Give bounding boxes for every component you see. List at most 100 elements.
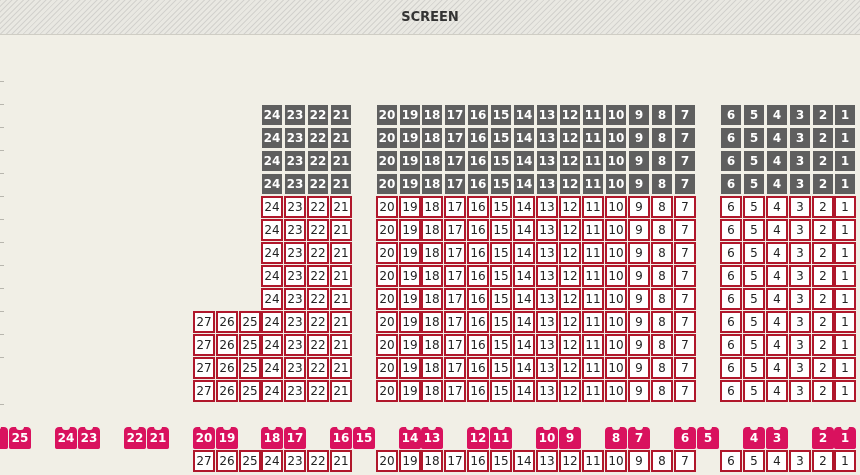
available-seat[interactable]: 20: [376, 334, 398, 356]
available-seat[interactable]: 13: [536, 288, 558, 310]
available-seat[interactable]: 14: [513, 334, 535, 356]
available-seat[interactable]: 11: [582, 265, 604, 287]
available-seat[interactable]: 21: [330, 219, 352, 241]
available-seat[interactable]: 17: [444, 357, 466, 379]
wheelchair-seat[interactable]: 2: [812, 427, 834, 449]
available-seat[interactable]: 9: [628, 265, 650, 287]
available-seat[interactable]: 5: [743, 196, 765, 218]
available-seat[interactable]: 11: [582, 357, 604, 379]
wheelchair-seat[interactable]: 16: [330, 427, 352, 449]
available-seat[interactable]: 17: [444, 288, 466, 310]
available-seat[interactable]: 13: [536, 196, 558, 218]
available-seat[interactable]: 23: [284, 242, 306, 264]
available-seat[interactable]: 23: [284, 311, 306, 333]
available-seat[interactable]: 17: [444, 242, 466, 264]
available-seat[interactable]: 23: [284, 380, 306, 402]
wheelchair-seat[interactable]: 19: [216, 427, 238, 449]
wheelchair-seat[interactable]: 3: [766, 427, 788, 449]
available-seat[interactable]: 7: [674, 242, 696, 264]
available-seat[interactable]: 23: [284, 334, 306, 356]
wheelchair-seat[interactable]: 22: [124, 427, 146, 449]
available-seat[interactable]: 27: [193, 357, 215, 379]
wheelchair-seat[interactable]: 14: [399, 427, 421, 449]
available-seat[interactable]: 16: [467, 380, 489, 402]
available-seat[interactable]: 8: [651, 357, 673, 379]
available-seat[interactable]: 25: [239, 380, 261, 402]
available-seat[interactable]: 16: [467, 288, 489, 310]
available-seat[interactable]: 25: [239, 357, 261, 379]
available-seat[interactable]: 15: [490, 242, 512, 264]
available-seat[interactable]: 24: [261, 219, 283, 241]
available-seat[interactable]: 23: [284, 288, 306, 310]
available-seat[interactable]: 8: [651, 288, 673, 310]
available-seat[interactable]: 20: [376, 219, 398, 241]
available-seat[interactable]: 24: [261, 288, 283, 310]
available-seat[interactable]: 14: [513, 219, 535, 241]
available-seat[interactable]: 4: [766, 450, 788, 472]
available-seat[interactable]: 8: [651, 219, 673, 241]
available-seat[interactable]: 13: [536, 357, 558, 379]
available-seat[interactable]: 12: [559, 288, 581, 310]
available-seat[interactable]: 2: [812, 265, 834, 287]
available-seat[interactable]: 18: [421, 334, 443, 356]
available-seat[interactable]: 24: [261, 334, 283, 356]
available-seat[interactable]: 27: [193, 334, 215, 356]
available-seat[interactable]: 4: [766, 196, 788, 218]
available-seat[interactable]: 10: [605, 311, 627, 333]
available-seat[interactable]: 14: [513, 450, 535, 472]
available-seat[interactable]: 2: [812, 380, 834, 402]
available-seat[interactable]: 18: [421, 380, 443, 402]
available-seat[interactable]: 27: [193, 380, 215, 402]
available-seat[interactable]: 6: [720, 357, 742, 379]
available-seat[interactable]: 19: [399, 450, 421, 472]
available-seat[interactable]: 8: [651, 265, 673, 287]
available-seat[interactable]: 1: [834, 219, 856, 241]
available-seat[interactable]: 7: [674, 334, 696, 356]
available-seat[interactable]: 13: [536, 450, 558, 472]
available-seat[interactable]: 20: [376, 357, 398, 379]
available-seat[interactable]: 19: [399, 265, 421, 287]
available-seat[interactable]: 19: [399, 196, 421, 218]
available-seat[interactable]: 8: [651, 380, 673, 402]
available-seat[interactable]: 15: [490, 219, 512, 241]
available-seat[interactable]: 19: [399, 219, 421, 241]
available-seat[interactable]: 15: [490, 357, 512, 379]
available-seat[interactable]: 11: [582, 380, 604, 402]
available-seat[interactable]: 26: [216, 380, 238, 402]
wheelchair-seat[interactable]: 21: [147, 427, 169, 449]
available-seat[interactable]: 8: [651, 450, 673, 472]
available-seat[interactable]: 24: [261, 380, 283, 402]
wheelchair-seat[interactable]: 24: [55, 427, 77, 449]
available-seat[interactable]: 3: [789, 334, 811, 356]
available-seat[interactable]: 22: [307, 288, 329, 310]
available-seat[interactable]: 1: [834, 196, 856, 218]
available-seat[interactable]: 10: [605, 242, 627, 264]
available-seat[interactable]: 12: [559, 219, 581, 241]
available-seat[interactable]: 13: [536, 311, 558, 333]
available-seat[interactable]: 10: [605, 196, 627, 218]
available-seat[interactable]: 21: [330, 334, 352, 356]
available-seat[interactable]: 7: [674, 380, 696, 402]
available-seat[interactable]: 16: [467, 265, 489, 287]
available-seat[interactable]: 10: [605, 219, 627, 241]
available-seat[interactable]: 4: [766, 311, 788, 333]
wheelchair-seat[interactable]: 9: [559, 427, 581, 449]
available-seat[interactable]: 9: [628, 196, 650, 218]
available-seat[interactable]: 6: [720, 311, 742, 333]
available-seat[interactable]: 5: [743, 380, 765, 402]
available-seat[interactable]: 9: [628, 357, 650, 379]
available-seat[interactable]: 4: [766, 357, 788, 379]
available-seat[interactable]: 9: [628, 288, 650, 310]
available-seat[interactable]: 9: [628, 380, 650, 402]
available-seat[interactable]: 16: [467, 450, 489, 472]
available-seat[interactable]: 23: [284, 265, 306, 287]
available-seat[interactable]: 23: [284, 196, 306, 218]
wheelchair-seat[interactable]: 12: [467, 427, 489, 449]
available-seat[interactable]: 13: [536, 242, 558, 264]
available-seat[interactable]: 22: [307, 219, 329, 241]
available-seat[interactable]: 3: [789, 242, 811, 264]
available-seat[interactable]: 25: [239, 334, 261, 356]
wheelchair-seat[interactable]: 8: [605, 427, 627, 449]
wheelchair-seat[interactable]: 10: [536, 427, 558, 449]
available-seat[interactable]: 5: [743, 288, 765, 310]
